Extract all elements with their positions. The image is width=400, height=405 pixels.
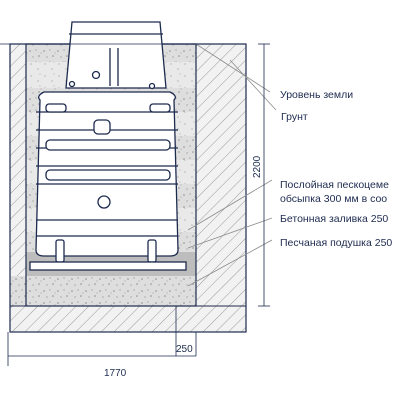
dim-bottom-offset: 250 [176, 344, 193, 355]
dim-width: 1770 [104, 368, 127, 379]
leader-lines [187, 43, 277, 287]
label-sand-cushion: Песчаная подушка 250 [280, 237, 392, 249]
labels: Уровень земли Грунт Послойная пескоцеме … [280, 89, 392, 249]
dim-height: 2200 [252, 155, 263, 178]
sand-cushion [10, 276, 196, 306]
label-concrete-pour: Бетонная заливка 250 [280, 213, 388, 225]
dimension-lines [0, 43, 270, 366]
dimension-values: 2200 250 1770 [104, 155, 263, 379]
label-backfill-line1: Послойная пескоцеме [280, 179, 389, 191]
label-backfill-line2: обсыпка 300 мм в соо [280, 193, 387, 205]
label-soil: Грунт [281, 111, 308, 123]
septic-tank [29, 21, 187, 271]
label-ground-level: Уровень земли [280, 89, 353, 101]
